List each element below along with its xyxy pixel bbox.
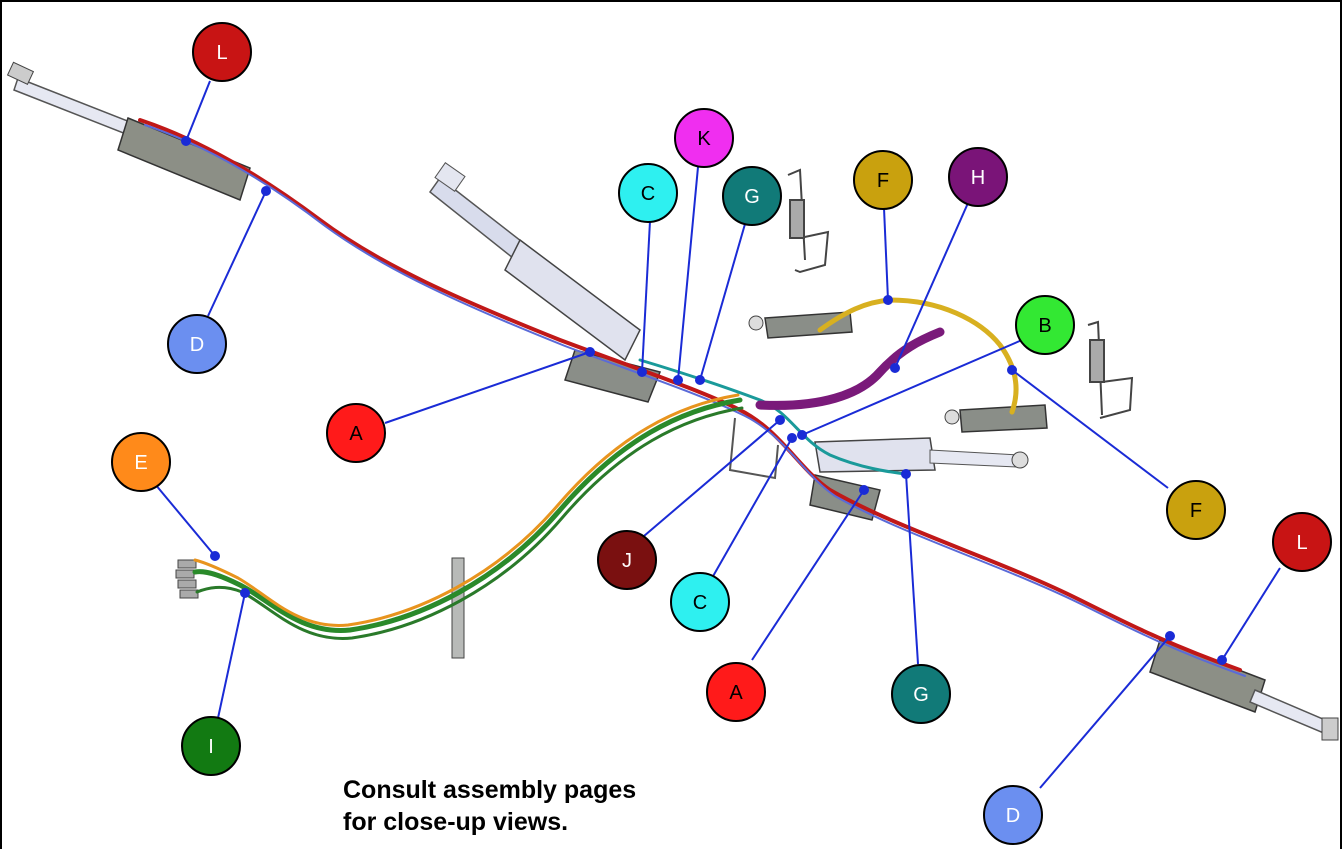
actuator-cylinder-bottom-right bbox=[1149, 639, 1339, 741]
callout-l-top: L bbox=[192, 22, 252, 82]
callout-circle bbox=[1272, 512, 1332, 572]
callout-letter: G bbox=[913, 684, 929, 706]
callout-l-right: L bbox=[1272, 512, 1332, 572]
callout-letter: D bbox=[1006, 805, 1020, 827]
callout-labels: L D C K G F H B A E F L J C A G I D bbox=[111, 22, 1332, 845]
leader-lines bbox=[154, 80, 1281, 789]
wire-yellow bbox=[817, 297, 1019, 415]
callout-circle bbox=[192, 22, 252, 82]
callout-letter: A bbox=[729, 682, 743, 704]
callout-letter: D bbox=[190, 334, 204, 356]
callout-i: I bbox=[181, 716, 241, 776]
callout-circle bbox=[618, 163, 678, 223]
callout-letter: H bbox=[971, 167, 985, 189]
callout-circle bbox=[706, 662, 766, 722]
mounting-bracket-top bbox=[787, 168, 830, 274]
wire-purple bbox=[755, 327, 945, 410]
callout-a-left: A bbox=[326, 403, 386, 463]
callout-circle bbox=[181, 716, 241, 776]
callout-circle bbox=[891, 664, 951, 724]
callout-letter: C bbox=[693, 592, 707, 614]
actuator-cylinder-small-right bbox=[944, 404, 1048, 433]
callout-c-top: C bbox=[618, 163, 678, 223]
callout-letter: F bbox=[1190, 500, 1202, 522]
callout-circle bbox=[853, 150, 913, 210]
callout-b: B bbox=[1015, 295, 1075, 355]
callout-h: H bbox=[948, 147, 1008, 207]
callout-c-bottom: C bbox=[670, 572, 730, 632]
wire-blue-main bbox=[144, 124, 1246, 677]
wire-orange-bundle bbox=[193, 393, 740, 627]
callout-letter: F bbox=[877, 170, 889, 192]
callout-letter: G bbox=[744, 186, 760, 208]
callout-letter: K bbox=[697, 128, 711, 150]
callout-g-top: G bbox=[722, 166, 782, 226]
assembly-note: Consult assembly pages for close-up view… bbox=[343, 774, 636, 838]
callout-k: K bbox=[674, 108, 734, 168]
actuator-cylinder-center-right bbox=[809, 437, 1029, 521]
callout-circle bbox=[983, 785, 1043, 845]
callout-letter: J bbox=[622, 550, 632, 572]
callout-d-top: D bbox=[167, 314, 227, 374]
callout-letter: L bbox=[216, 42, 227, 64]
callout-a-bottom: A bbox=[706, 662, 766, 722]
callout-f-top: F bbox=[853, 150, 913, 210]
callout-letter: L bbox=[1296, 532, 1307, 554]
center-bracket bbox=[728, 417, 779, 480]
callout-g-bottom: G bbox=[891, 664, 951, 724]
callout-e: E bbox=[111, 432, 171, 492]
components bbox=[6, 61, 1339, 741]
callout-circle bbox=[326, 403, 386, 463]
callout-letter: A bbox=[349, 423, 363, 445]
actuator-cylinder-small-top bbox=[748, 311, 853, 339]
assembly-note-line-1: Consult assembly pages bbox=[343, 776, 637, 804]
callout-letter: B bbox=[1038, 315, 1051, 337]
callout-letter: E bbox=[134, 452, 147, 474]
actuator-cylinder-top-center bbox=[428, 162, 662, 403]
callout-circle bbox=[722, 166, 782, 226]
callout-circle bbox=[111, 432, 171, 492]
vertical-post bbox=[451, 557, 465, 659]
callout-circle bbox=[1166, 480, 1226, 540]
mounting-bracket-right bbox=[1087, 320, 1134, 419]
callout-circle bbox=[597, 530, 657, 590]
wire-harness bbox=[138, 118, 1246, 677]
callout-letter: I bbox=[208, 736, 214, 758]
callout-j: J bbox=[597, 530, 657, 590]
callout-circle bbox=[674, 108, 734, 168]
callout-d-bottom: D bbox=[983, 785, 1043, 845]
wire-green-bundle bbox=[192, 397, 743, 633]
callout-letter: C bbox=[641, 183, 655, 205]
callout-f-right: F bbox=[1166, 480, 1226, 540]
actuator-cylinder-top-left bbox=[6, 61, 251, 202]
wire-teal bbox=[638, 358, 907, 476]
callout-circle bbox=[167, 314, 227, 374]
callout-circle bbox=[670, 572, 730, 632]
connector-plugs-left bbox=[175, 559, 199, 599]
callout-circle bbox=[948, 147, 1008, 207]
assembly-note-line-2: for close-up views. bbox=[343, 808, 569, 836]
callout-circle bbox=[1015, 295, 1075, 355]
